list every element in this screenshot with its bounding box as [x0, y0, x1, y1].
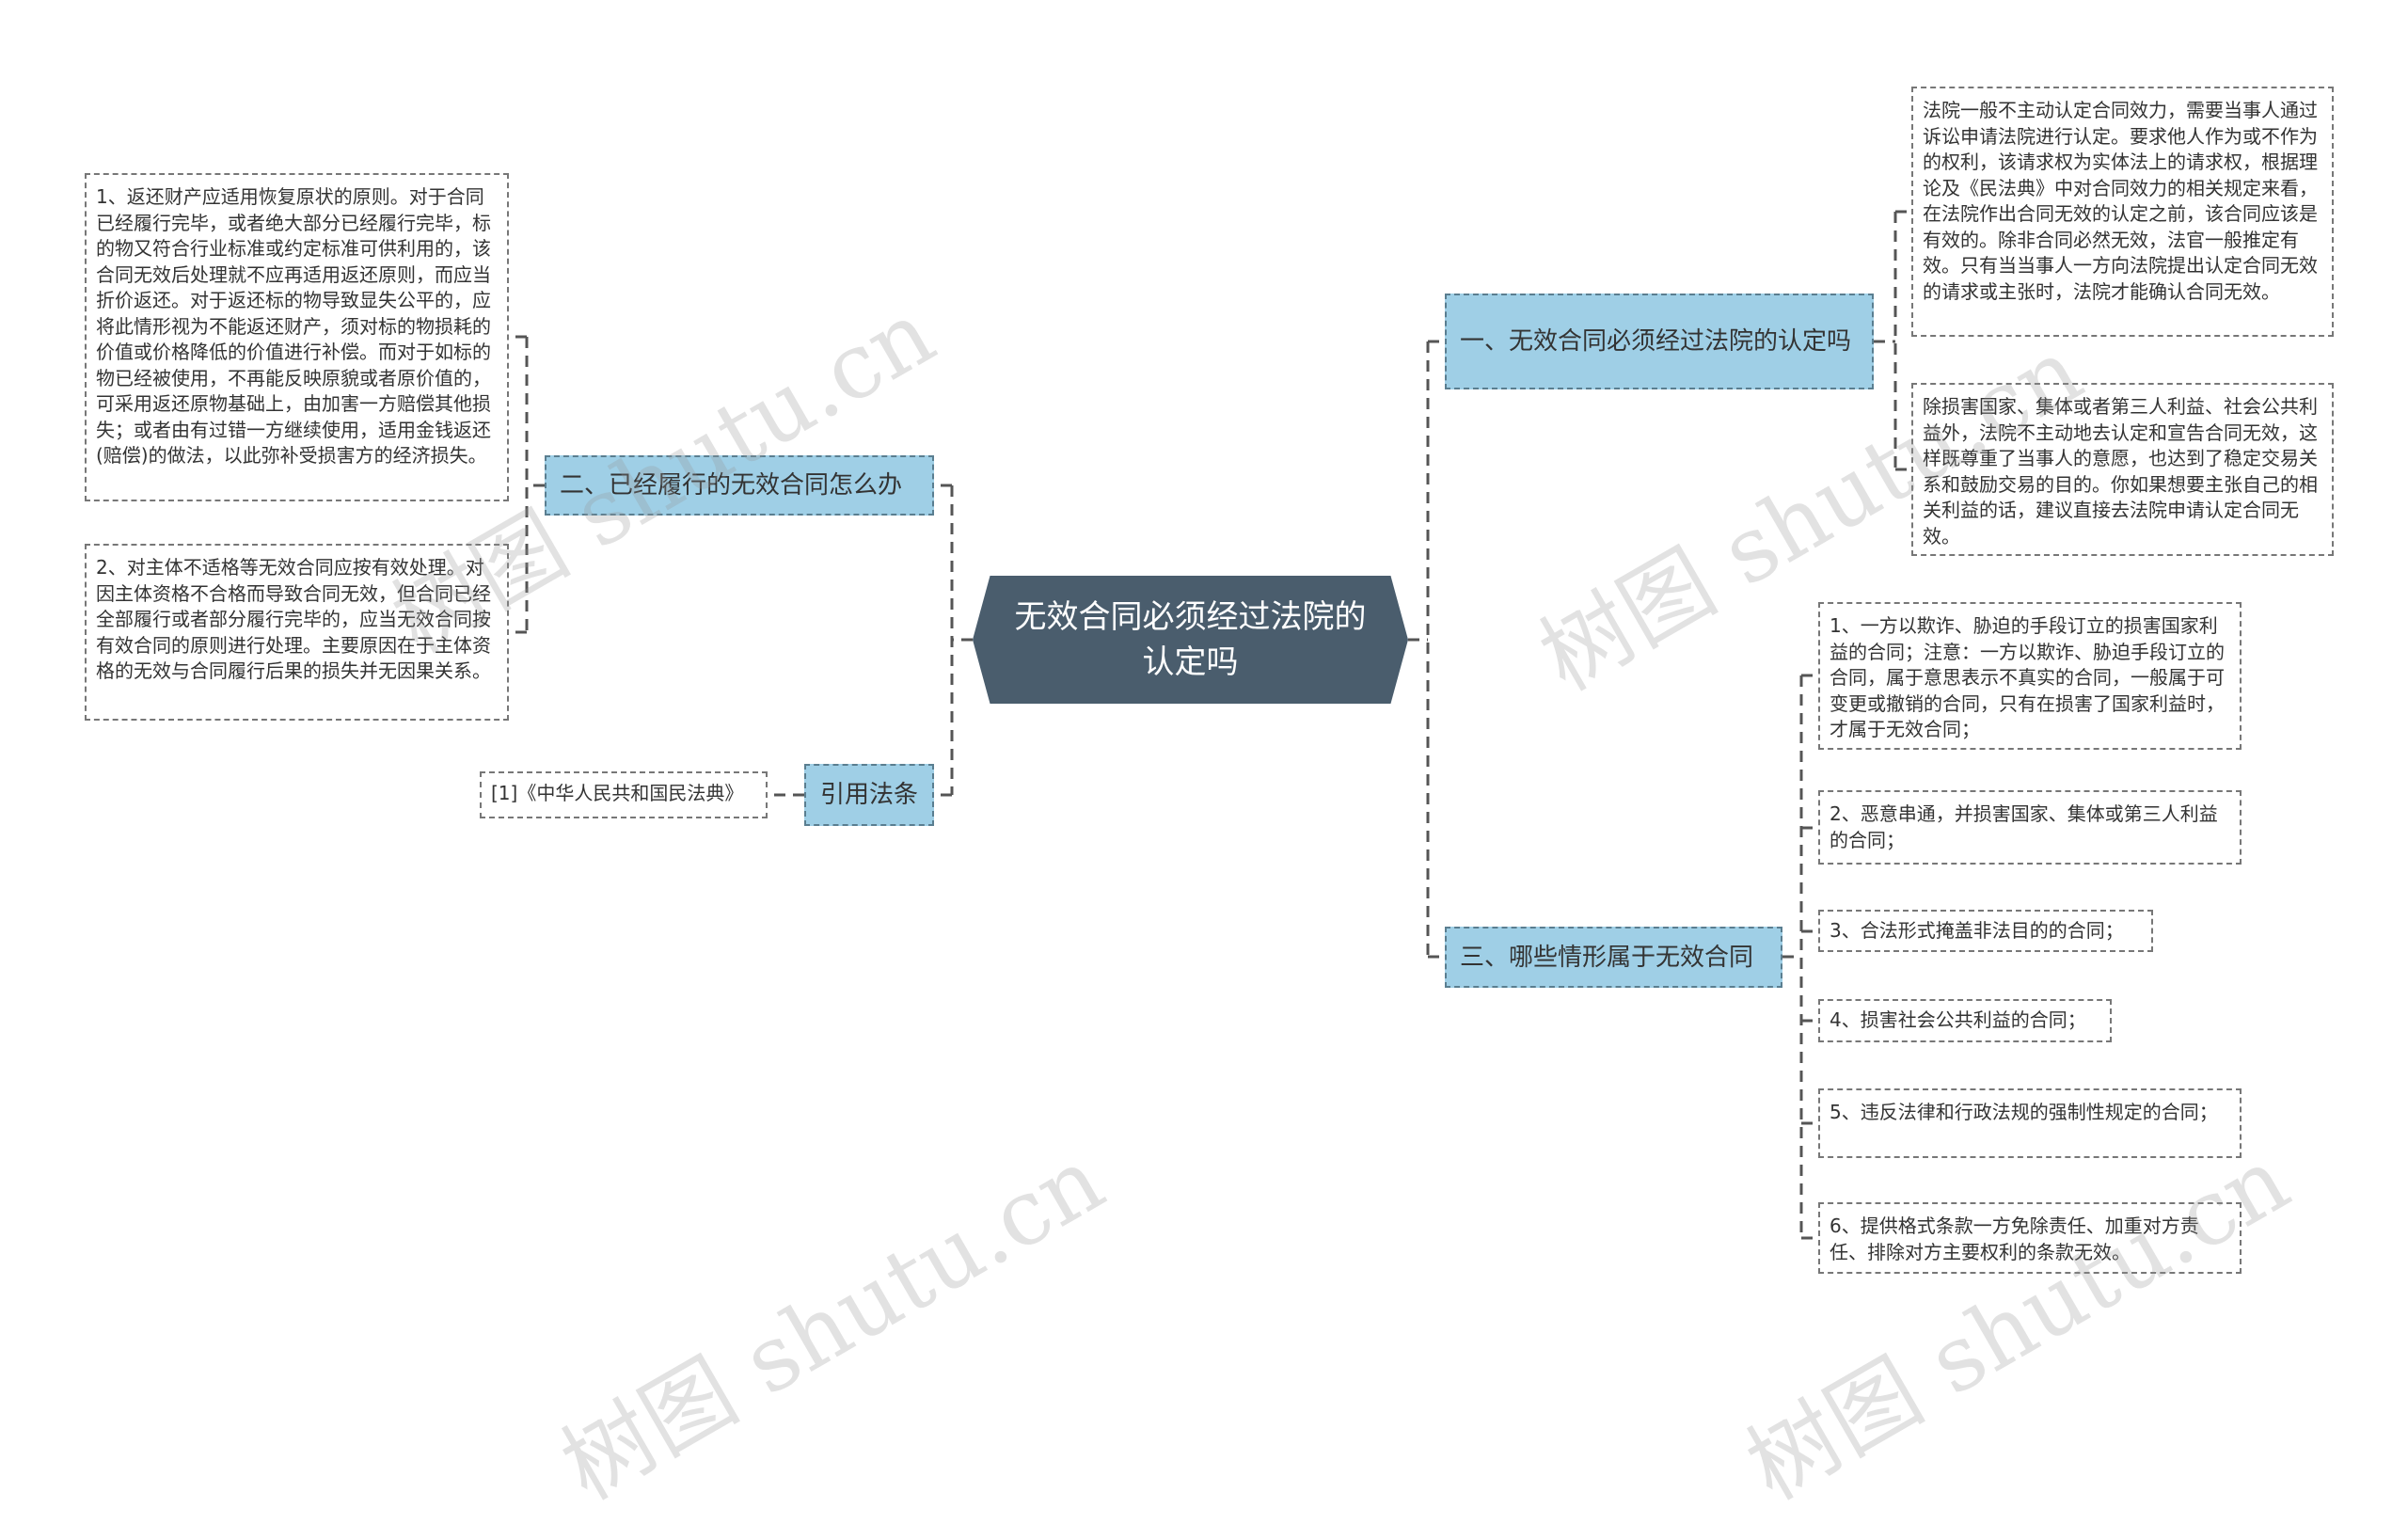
leaf-text: 3、合法形式掩盖非法目的的合同；: [1830, 919, 2124, 942]
leaf-text: 法院一般不主动认定合同效力，需要当事人通过诉讼申请法院进行认定。要求他人作为或不…: [1923, 99, 2318, 303]
leaf-text: 除损害国家、集体或者第三人利益、社会公共利益外，法院不主动地去认定和宣告合同无效…: [1923, 395, 2318, 548]
connector-center-left: [934, 484, 973, 797]
branch-label: 二、已经履行的无效合同怎么办: [560, 471, 903, 500]
leaf-b3-5[interactable]: 5、违反法律和行政法规的强制性规定的合同；: [1818, 1088, 2242, 1158]
leaf-citation[interactable]: [1]《中华人民共和国民法典》: [480, 771, 768, 818]
connector-center-right: [1408, 340, 1445, 959]
branch-cited-law[interactable]: 引用法条: [804, 764, 934, 826]
branch-court-confirmation[interactable]: 一、无效合同必须经过法院的认定吗: [1445, 294, 1874, 389]
leaf-text: [1]《中华人民共和国民法典》: [491, 782, 744, 804]
leaf-b3-4[interactable]: 4、损害社会公共利益的合同；: [1818, 999, 2112, 1042]
branch-invalid-situations[interactable]: 三、哪些情形属于无效合同: [1445, 927, 1782, 988]
leaf-text: 2、恶意串通，并损害国家、集体或第三人利益的合同；: [1830, 802, 2218, 851]
central-topic-text: 无效合同必须经过法院的认定吗: [1014, 598, 1367, 681]
connector-b3: [1782, 674, 1818, 1240]
leaf-text: 4、损害社会公共利益的合同；: [1830, 1008, 2086, 1031]
leaf-text: 6、提供格式条款一方免除责任、加重对方责任、排除对方主要权利的条款无效。: [1830, 1214, 2199, 1263]
leaf-text: 2、对主体不适格等无效合同应按有效处理。对因主体资格不合格而导致合同无效，但合同…: [96, 556, 491, 682]
connector-b2: [509, 335, 545, 634]
leaf-b3-1[interactable]: 1、一方以欺诈、胁迫的手段订立的损害国家利益的合同；注意：一方以欺诈、胁迫手段订…: [1818, 602, 2242, 750]
leaf-text: 1、返还财产应适用恢复原状的原则。对于合同已经履行完毕，或者绝大部分已经履行完毕…: [96, 185, 491, 467]
branch-performed-invalid-contract[interactable]: 二、已经履行的无效合同怎么办: [545, 455, 934, 516]
branch-label: 三、哪些情形属于无效合同: [1460, 943, 1754, 972]
leaf-b3-3[interactable]: 3、合法形式掩盖非法目的的合同；: [1818, 910, 2153, 952]
leaf-b2-2[interactable]: 2、对主体不适格等无效合同应按有效处理。对因主体资格不合格而导致合同无效，但合同…: [85, 544, 509, 721]
leaf-b2-1[interactable]: 1、返还财产应适用恢复原状的原则。对于合同已经履行完毕，或者绝大部分已经履行完毕…: [85, 173, 509, 501]
leaf-b3-2[interactable]: 2、恶意串通，并损害国家、集体或第三人利益的合同；: [1818, 790, 2242, 865]
central-topic[interactable]: 无效合同必须经过法院的认定吗: [973, 576, 1408, 704]
branch-label: 一、无效合同必须经过法院的认定吗: [1460, 327, 1852, 356]
leaf-b1-1[interactable]: 法院一般不主动认定合同效力，需要当事人通过诉讼申请法院进行认定。要求他人作为或不…: [1911, 87, 2334, 337]
leaf-text: 1、一方以欺诈、胁迫的手段订立的损害国家利益的合同；注意：一方以欺诈、胁迫手段订…: [1830, 614, 2225, 740]
leaf-b1-2[interactable]: 除损害国家、集体或者第三人利益、社会公共利益外，法院不主动地去认定和宣告合同无效…: [1911, 383, 2334, 556]
leaf-b3-6[interactable]: 6、提供格式条款一方免除责任、加重对方责任、排除对方主要权利的条款无效。: [1818, 1202, 2242, 1274]
connector-b1: [1874, 210, 1911, 471]
connector-lines: [509, 210, 1911, 1240]
branch-label: 引用法条: [819, 781, 918, 809]
leaf-text: 5、违反法律和行政法规的强制性规定的合同；: [1830, 1101, 2218, 1123]
